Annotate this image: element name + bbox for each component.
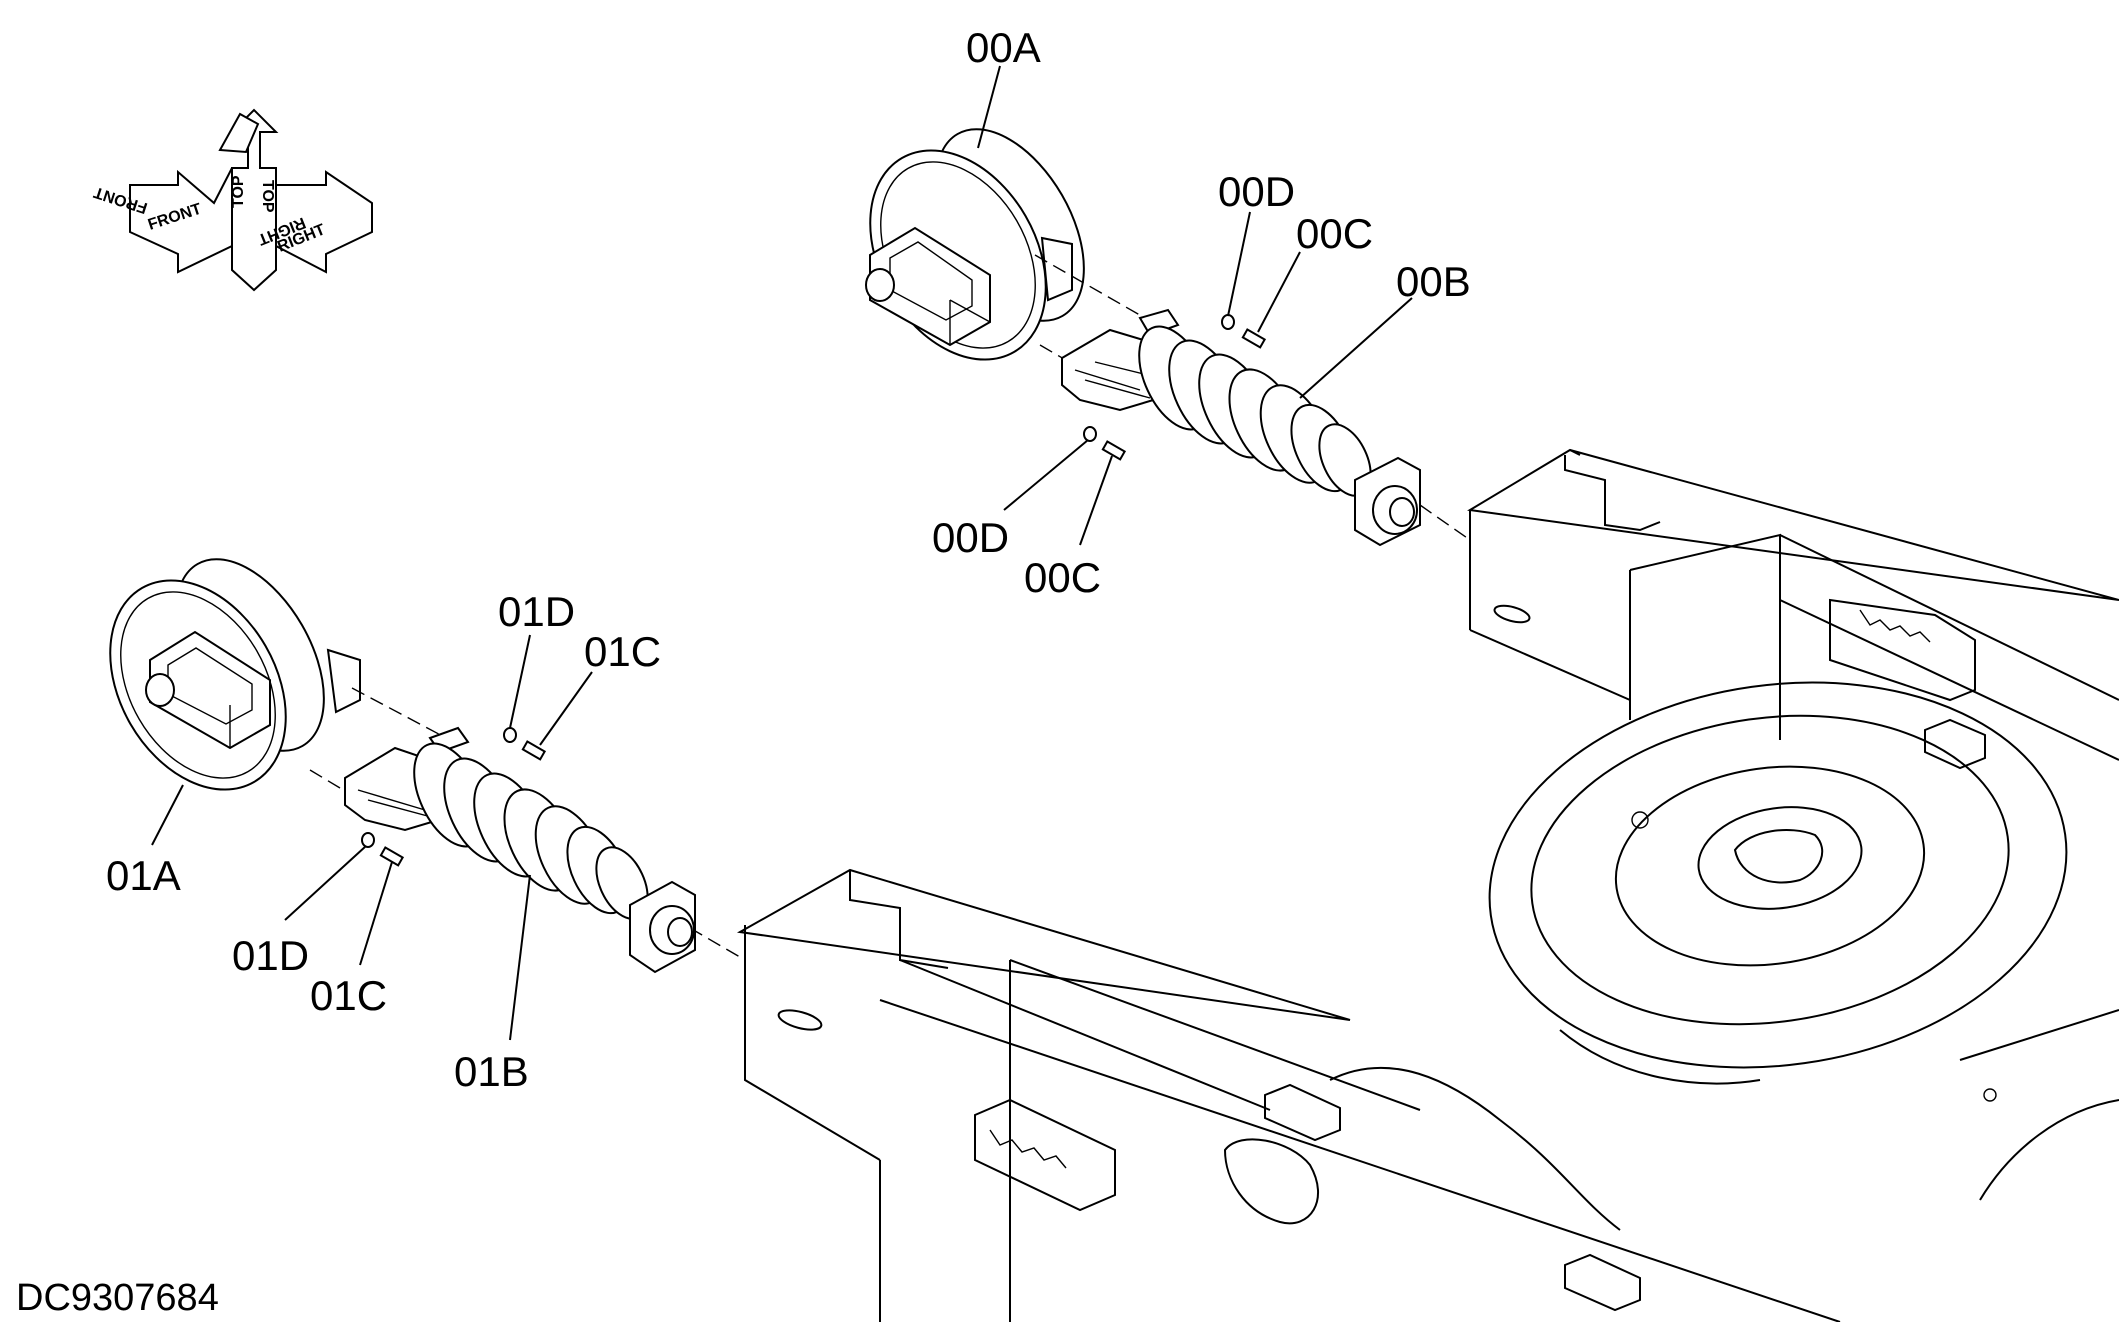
leader-01D-upper (509, 634, 531, 729)
label-00B: 00B (1396, 258, 1471, 305)
leader-00C-lower (1079, 455, 1113, 546)
bolt-washer-00-lower (1083, 426, 1127, 461)
part-labels: 00A 00D 00C 00B 00D 00C 01D 01C 01A 01D … (106, 24, 1471, 1095)
label-01B: 01B (454, 1048, 529, 1095)
recoil-spring-01B (344, 726, 696, 974)
label-01A: 01A (106, 852, 181, 899)
bolt-washer-01-lower (361, 832, 405, 867)
label-01C-upper: 01C (584, 628, 661, 675)
document-id: DC9307684 (16, 1277, 219, 1319)
track-frame (736, 448, 2119, 1322)
label-01D-lower: 01D (232, 932, 309, 979)
label-00C-lower: 00C (1024, 554, 1101, 601)
orientation-top-mirror-text: TOP (259, 180, 276, 213)
alignment-line-lower-c (689, 927, 746, 961)
alignment-line-upper-a (1034, 254, 1146, 319)
alignment-line-upper-c (1419, 504, 1471, 541)
leader-00D-lower (1003, 439, 1089, 511)
orientation-symbol: FRONT FRONT TOP TOP RIGHT RIGHT (92, 108, 373, 292)
lower-assembly (109, 558, 746, 974)
leader-01C-upper (539, 671, 593, 746)
leader-01A (151, 784, 184, 846)
label-01D-upper: 01D (498, 588, 575, 635)
label-00D-upper: 00D (1218, 168, 1295, 215)
swing-joint-center (1697, 806, 1863, 910)
leader-01D-lower (284, 845, 367, 921)
bolt-washer-01-upper (503, 727, 547, 761)
alignment-line-lower-a (351, 687, 451, 741)
leader-00C-upper (1257, 251, 1301, 333)
leader-01B (509, 874, 531, 1041)
leader-00D-upper (1227, 211, 1251, 317)
orientation-top-text: TOP (230, 175, 247, 208)
leader-00B (1299, 297, 1413, 399)
leader-01C-lower (359, 861, 393, 966)
label-00D-lower: 00D (932, 514, 1009, 561)
front-idler-01A (109, 558, 361, 791)
leader-lines (151, 65, 1413, 1041)
recoil-spring-00B (1061, 308, 1421, 547)
upper-assembly (865, 128, 1471, 547)
label-00C-upper: 00C (1296, 210, 1373, 257)
swing-bearing-outer (1488, 681, 2068, 1069)
label-01C-lower: 01C (310, 972, 387, 1019)
label-00A: 00A (966, 24, 1041, 71)
front-idler-00A (865, 128, 1085, 361)
leader-00A (977, 65, 1001, 149)
